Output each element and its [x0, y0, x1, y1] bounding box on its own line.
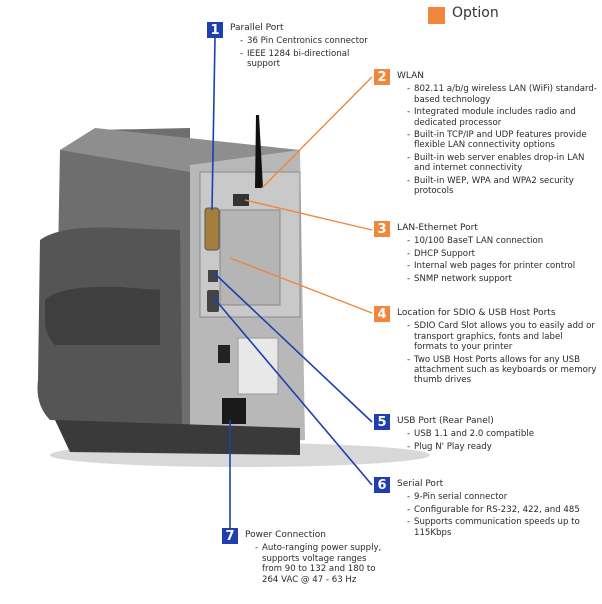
- callout-item: IEEE 1284 bi-directional support: [240, 49, 370, 70]
- printer-base: [55, 420, 300, 455]
- parallel-connector: [204, 207, 220, 251]
- callout-parallel-port: Parallel Port 36 Pin Centronics connecto…: [230, 23, 370, 72]
- callout-item: Supports communication speeds up to 115K…: [407, 517, 597, 538]
- callout-item: DHCP Support: [407, 249, 597, 260]
- power-socket: [222, 398, 246, 424]
- badge-4: 4: [374, 306, 390, 322]
- callout-title: LAN-Ethernet Port: [397, 223, 478, 233]
- badge-3: 3: [374, 221, 390, 237]
- callout-item: SDIO Card Slot allows you to easily add …: [407, 321, 597, 352]
- callout-lan-ethernet: LAN-Ethernet Port 10/100 BaseT LAN conne…: [397, 223, 597, 286]
- option-legend-swatch: [428, 7, 445, 24]
- callout-item: USB 1.1 and 2.0 compatible: [407, 429, 597, 440]
- option-panel: [219, 209, 281, 306]
- callout-title: USB Port (Rear Panel): [397, 416, 494, 426]
- serial-port: [207, 290, 219, 312]
- callout-item: Auto-ranging power supply, supports volt…: [255, 543, 385, 585]
- callout-title: Location for SDIO & USB Host Ports: [397, 308, 556, 318]
- badge-5: 5: [374, 414, 390, 430]
- callout-title: Parallel Port: [230, 23, 284, 33]
- wlan-antenna: [255, 115, 263, 188]
- callout-item: 802.11 a/b/g wireless LAN (WiFi) standar…: [407, 84, 597, 105]
- callout-item: Internal web pages for printer control: [407, 261, 597, 272]
- callout-title: Power Connection: [245, 530, 326, 540]
- callout-item: Plug N' Play ready: [407, 442, 597, 453]
- callout-item: Built-in TCP/IP and UDP features provide…: [407, 130, 597, 151]
- callout-item: Built-in web server enables drop-in LAN …: [407, 153, 597, 174]
- rating-label: [237, 337, 279, 395]
- callout-item: 10/100 BaseT LAN connection: [407, 236, 597, 247]
- callout-item: Two USB Host Ports allows for any USB at…: [407, 355, 597, 386]
- ethernet-jack: [233, 194, 249, 206]
- usb-port: [208, 270, 218, 282]
- blue-leaders: [211, 37, 373, 532]
- badge-2: 2: [374, 69, 390, 85]
- badge-6: 6: [374, 477, 390, 493]
- power-switch: [218, 345, 230, 363]
- callout-serial-port: Serial Port 9-Pin serial connector Confi…: [397, 479, 597, 540]
- callout-sdio-usb-host: Location for SDIO & USB Host Ports SDIO …: [397, 308, 597, 388]
- callout-item: Integrated module includes radio and ded…: [407, 107, 597, 128]
- badge-7: 7: [222, 528, 238, 544]
- option-legend-label: Option: [452, 5, 499, 21]
- callout-item: Built-in WEP, WPA and WPA2 security prot…: [407, 176, 597, 197]
- callout-title: WLAN: [397, 71, 425, 81]
- callout-power-connection: Power Connection Auto-ranging power supp…: [245, 530, 385, 587]
- callout-wlan: WLAN 802.11 a/b/g wireless LAN (WiFi) st…: [397, 71, 597, 198]
- callout-item: 36 Pin Centronics connector: [240, 36, 370, 47]
- cover-window: [45, 286, 160, 345]
- badge-1: 1: [207, 22, 223, 38]
- callout-item: SNMP network support: [407, 274, 597, 285]
- orange-leaders: [229, 76, 373, 314]
- callout-item: 9-Pin serial connector: [407, 492, 597, 503]
- callout-usb-port: USB Port (Rear Panel) USB 1.1 and 2.0 co…: [397, 416, 597, 454]
- callout-title: Serial Port: [397, 479, 444, 489]
- callout-item: Configurable for RS-232, 422, and 485: [407, 505, 597, 516]
